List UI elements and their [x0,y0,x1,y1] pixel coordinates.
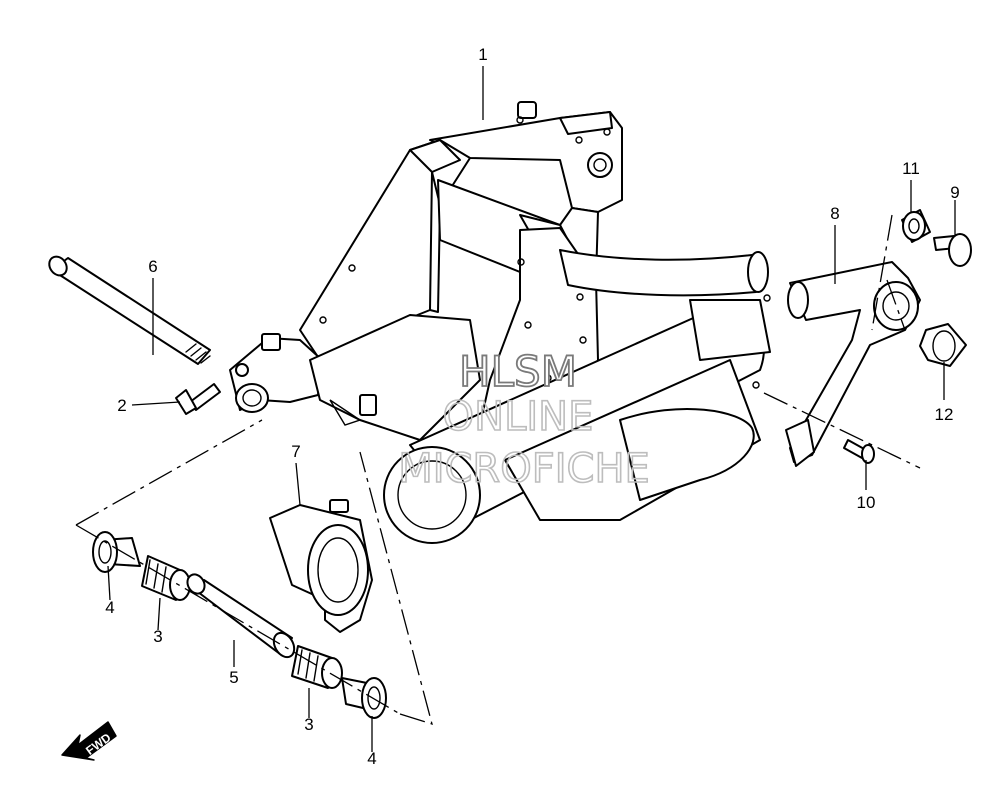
watermark-line-3: MICROFICHE [398,446,650,492]
chain-guard-7 [269,499,373,633]
bracket-8 [785,261,921,467]
screw-9 [933,233,972,267]
callout-4-upper: 4 [105,598,114,617]
callout-5: 5 [229,668,238,687]
callout-9: 9 [950,183,959,202]
callout-3-lower: 3 [304,715,313,734]
spacer-tube-5 [186,573,296,659]
callout-1: 1 [478,45,487,64]
callout-8: 8 [830,204,839,223]
alignment-lines [75,214,921,725]
collar-4-left [92,531,141,573]
callout-11: 11 [902,159,920,178]
watermark-line-2: ONLINE [443,394,594,440]
callout-10: 10 [857,493,876,512]
screw-10 [843,439,875,464]
swingarm-frame [229,101,771,544]
bolt-2 [175,383,221,415]
needle-bearing-3-right [291,645,343,689]
callout-2: 2 [117,396,126,415]
pivot-shaft [48,255,211,365]
fwd-arrow-icon: FWD [61,721,117,761]
needle-bearing-3-left [141,555,191,601]
watermark-line-1: HLSM [459,347,577,396]
grommet-11 [901,209,931,243]
nut-12 [919,323,967,367]
watermark: HLSM ONLINE MICROFICHE [397,346,650,493]
callout-3-upper: 3 [153,627,162,646]
callout-6: 6 [148,257,157,276]
callout-7: 7 [291,442,300,461]
collar-4-right [341,677,387,719]
callout-numbers: 1 2 3 3 4 4 5 6 7 8 9 10 11 12 [105,45,959,768]
callout-4-lower: 4 [367,749,376,768]
callout-12: 12 [935,405,954,424]
leader-lines [107,66,956,752]
